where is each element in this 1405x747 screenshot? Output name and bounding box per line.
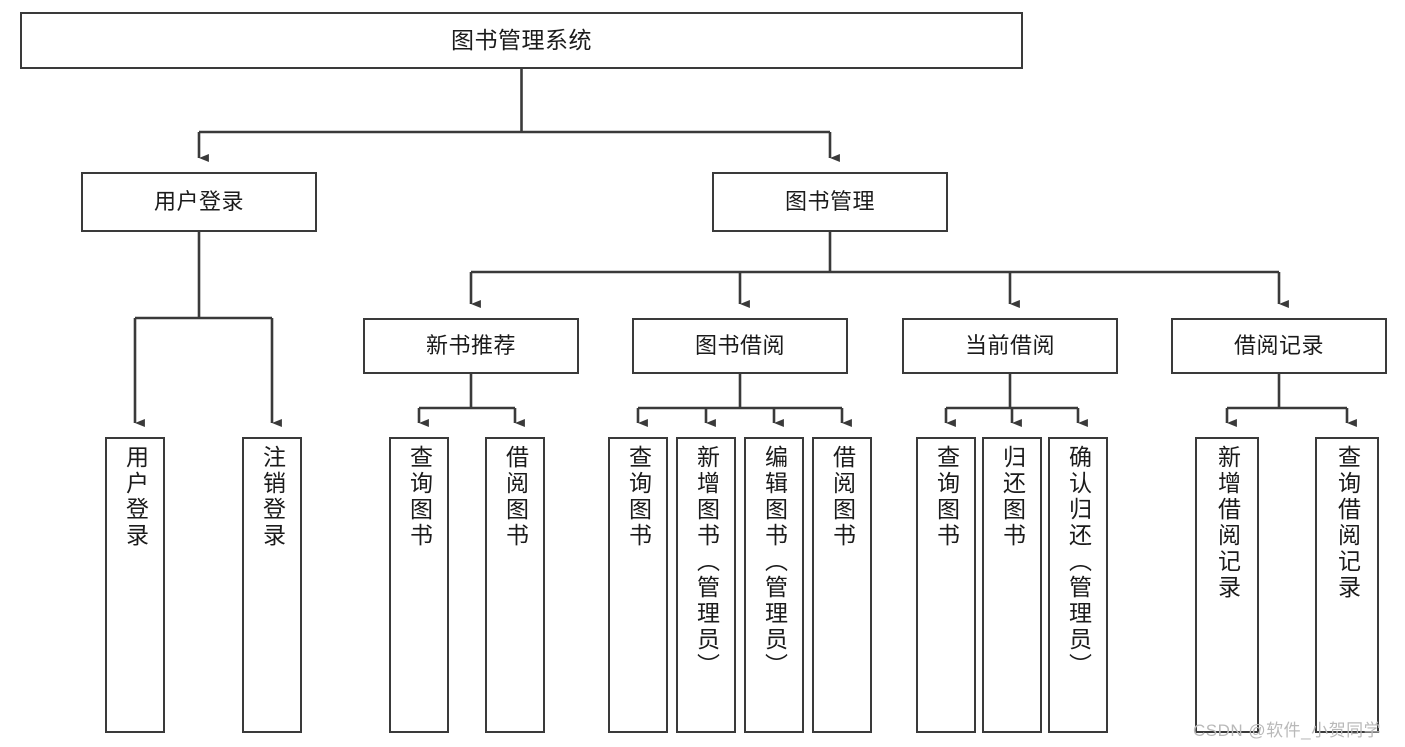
leaf-edit-book-admin-label: 编辑图书（管理员） xyxy=(761,445,788,679)
leaf-query-book-current[interactable]: 查询图书 xyxy=(916,437,976,733)
node-root[interactable]: 图书管理系统 xyxy=(20,12,1023,69)
leaf-borrow-book-label: 借阅图书 xyxy=(829,445,856,549)
node-user-login[interactable]: 用户登录 xyxy=(81,172,317,232)
leaf-query-book-recommend-label: 查询图书 xyxy=(406,445,433,549)
leaf-query-book-current-label: 查询图书 xyxy=(933,445,960,549)
leaf-borrow-book-recommend[interactable]: 借阅图书 xyxy=(485,437,545,733)
leaf-borrow-book-recommend-label: 借阅图书 xyxy=(502,445,529,549)
leaf-query-book-borrow-label: 查询图书 xyxy=(625,445,652,549)
leaf-return-book-label: 归还图书 xyxy=(999,445,1026,549)
node-user-login-label: 用户登录 xyxy=(153,189,244,215)
leaf-edit-book-admin[interactable]: 编辑图书（管理员） xyxy=(744,437,804,733)
leaf-user-login[interactable]: 用户登录 xyxy=(105,437,165,733)
watermark: CSDN @软件_小贺同学 xyxy=(1193,721,1382,740)
node-new-book-recommend[interactable]: 新书推荐 xyxy=(363,318,579,374)
leaf-query-borrow-record[interactable]: 查询借阅记录 xyxy=(1315,437,1379,733)
node-book-borrow-label: 图书借阅 xyxy=(694,333,785,359)
leaf-add-book-admin-label: 新增图书（管理员） xyxy=(693,445,720,679)
node-new-book-recommend-label: 新书推荐 xyxy=(425,333,516,359)
leaf-confirm-return-admin[interactable]: 确认归还（管理员） xyxy=(1048,437,1108,733)
leaf-user-login-label: 用户登录 xyxy=(122,445,149,549)
leaf-query-book-recommend[interactable]: 查询图书 xyxy=(389,437,449,733)
node-current-borrow-label: 当前借阅 xyxy=(964,333,1055,359)
leaf-return-book[interactable]: 归还图书 xyxy=(982,437,1042,733)
leaf-add-book-admin[interactable]: 新增图书（管理员） xyxy=(676,437,736,733)
node-borrow-record[interactable]: 借阅记录 xyxy=(1171,318,1387,374)
leaf-confirm-return-admin-label: 确认归还（管理员） xyxy=(1065,445,1092,679)
node-book-management-label: 图书管理 xyxy=(784,189,875,215)
leaf-logout[interactable]: 注销登录 xyxy=(242,437,302,733)
leaf-add-borrow-record[interactable]: 新增借阅记录 xyxy=(1195,437,1259,733)
leaf-logout-label: 注销登录 xyxy=(259,445,286,549)
leaf-query-book-borrow[interactable]: 查询图书 xyxy=(608,437,668,733)
leaf-borrow-book[interactable]: 借阅图书 xyxy=(812,437,872,733)
node-book-management[interactable]: 图书管理 xyxy=(712,172,948,232)
node-borrow-record-label: 借阅记录 xyxy=(1233,333,1324,359)
node-book-borrow[interactable]: 图书借阅 xyxy=(632,318,848,374)
node-current-borrow[interactable]: 当前借阅 xyxy=(902,318,1118,374)
leaf-add-borrow-record-label: 新增借阅记录 xyxy=(1214,445,1241,601)
leaf-query-borrow-record-label: 查询借阅记录 xyxy=(1334,445,1361,601)
node-root-label: 图书管理系统 xyxy=(451,27,592,54)
